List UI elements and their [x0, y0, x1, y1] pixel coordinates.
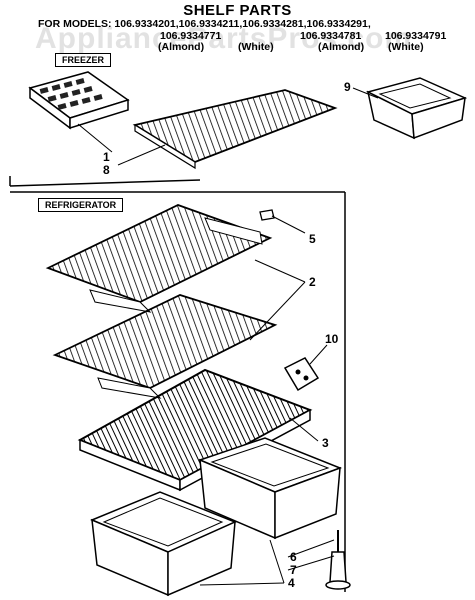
page-title: SHELF PARTS [183, 2, 292, 19]
freezer-label: FREEZER [55, 53, 112, 67]
callout-3: 3 [322, 436, 329, 450]
callout-8: 8 [103, 163, 110, 177]
models-line-1: FOR MODELS: 106.9334201,106.9334211,106.… [38, 18, 371, 30]
callout-9: 9 [344, 80, 351, 94]
freezer-basket [365, 77, 468, 140]
refrigerator-shelf-upper [45, 204, 273, 313]
models-line-2a: 106.9334771 [160, 30, 222, 42]
leader-lines [77, 87, 379, 586]
models-line-3a: (Almond) [158, 41, 205, 53]
callout-10: 10 [325, 332, 339, 346]
models-line-3b: (White) [238, 41, 274, 53]
crisper-drawer-left [90, 491, 237, 597]
callout-7: 7 [290, 563, 297, 577]
shelf-stop [259, 209, 275, 221]
ice-tray [28, 71, 130, 130]
callout-1: 1 [103, 150, 110, 164]
leveling-leg [325, 530, 351, 590]
section-divider [9, 176, 346, 592]
models-line-3d: (White) [388, 41, 424, 53]
watermark: AppliancePartsPros.com [35, 22, 413, 55]
crisper-drawer-right [197, 437, 343, 540]
bracket [283, 357, 320, 392]
models-line-3c: (Almond) [318, 41, 365, 53]
refrigerator-label: REFRIGERATOR [38, 198, 124, 212]
callout-2: 2 [309, 275, 316, 289]
callout-6: 6 [290, 550, 297, 564]
freezer-shelf [132, 89, 338, 170]
refrigerator-shelf-lower [52, 294, 278, 399]
models-line-2b: 106.9334781 [300, 30, 362, 42]
callout-4: 4 [288, 576, 295, 590]
callout-5: 5 [309, 232, 316, 246]
models-line-2c: 106.9334791 [385, 30, 447, 42]
